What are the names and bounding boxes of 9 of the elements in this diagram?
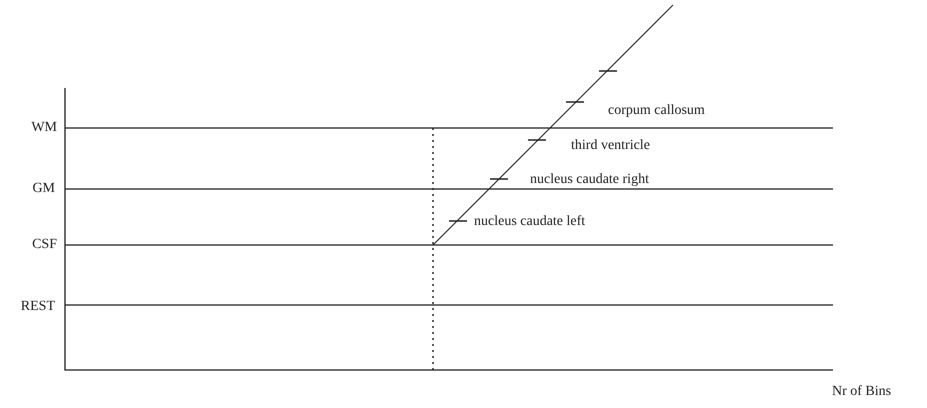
- axis-label: REST: [20, 299, 55, 315]
- axis-label: CSF: [32, 237, 57, 253]
- axis-title: Nr of Bins: [832, 384, 892, 400]
- annotation: third ventricle: [571, 138, 650, 154]
- axis-label: WM: [31, 120, 57, 136]
- axis-label: GM: [32, 181, 55, 197]
- annotation: nucleus caudate right: [530, 172, 649, 188]
- annotation: nucleus caudate left: [474, 214, 586, 230]
- annotation: corpum callosum: [608, 103, 705, 119]
